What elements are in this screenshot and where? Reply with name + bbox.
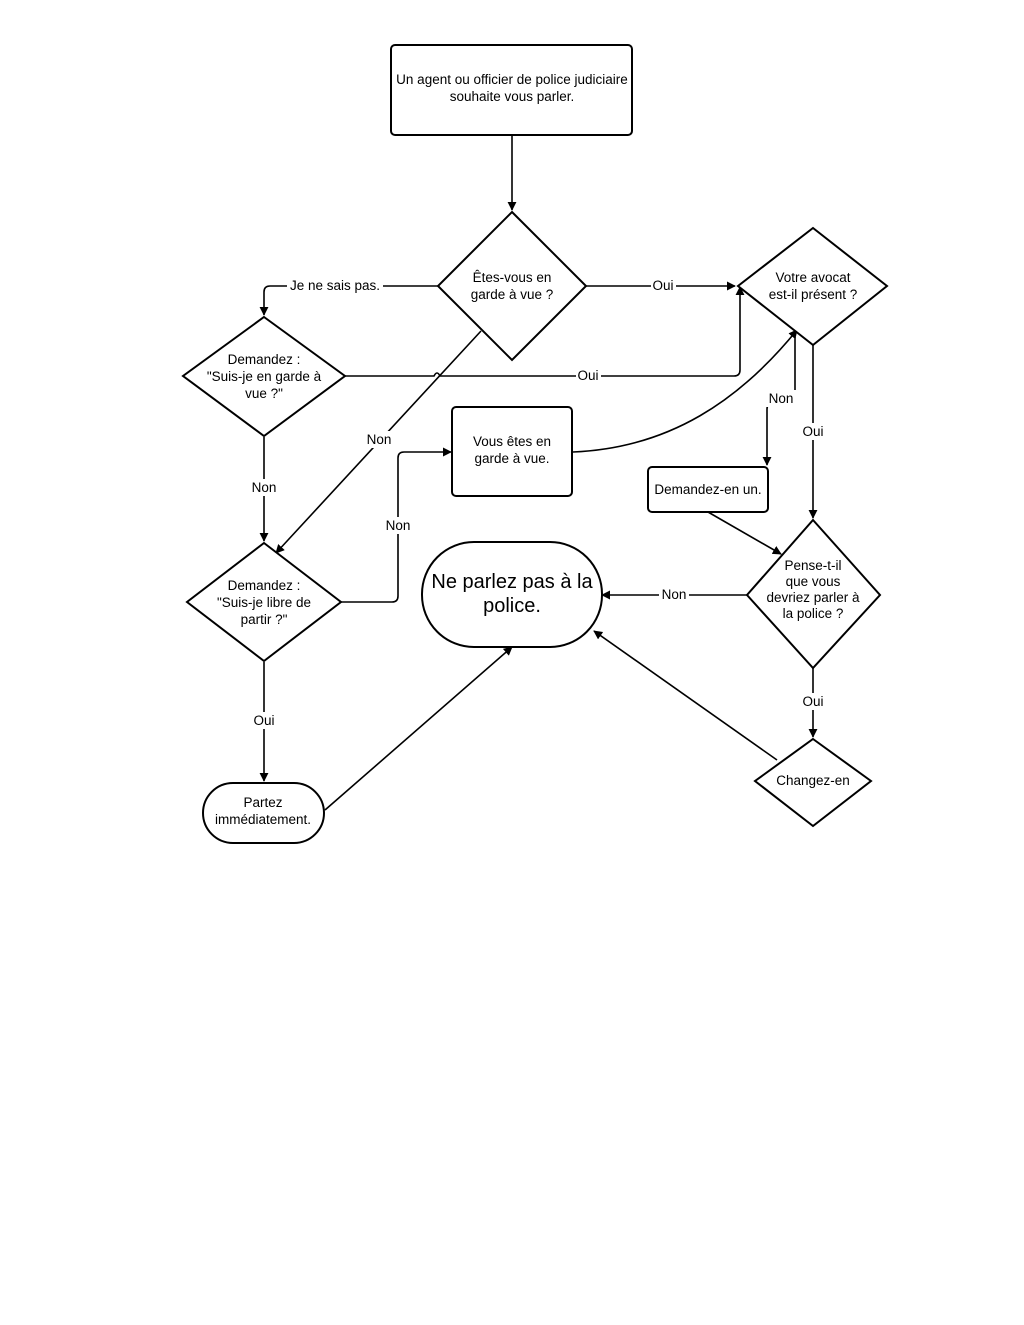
edge-garde-jenesaispas (259, 285, 438, 316)
node-pense-line: la police ? (783, 606, 844, 621)
node-avocat-line: Votre avocat (775, 270, 850, 285)
node-askgarde-line: vue ?" (245, 386, 283, 401)
edge-engarde-avocat (572, 329, 798, 453)
edge-label-oui: Oui (652, 278, 673, 293)
node-vous-etes-en-garde: Vous êtes en garde à vue. (451, 406, 573, 497)
node-partez-line: immédiatement. (215, 812, 311, 827)
edge-changez-neparlez (593, 630, 778, 761)
node-question-pense-t-il: Pense-t-il que vous devriez parler à la … (745, 518, 882, 670)
edge-label-non: Non (769, 391, 794, 406)
node-avocat-line: est-il présent ? (769, 287, 858, 302)
edge-label-oui: Oui (253, 713, 274, 728)
node-pense-line: Pense-t-il (784, 558, 841, 573)
node-garde-line: garde à vue ? (471, 287, 554, 302)
node-question-avocat-present: Votre avocat est-il présent ? (736, 226, 889, 347)
node-neparlez-line: Ne parlez pas à la (431, 571, 593, 593)
node-changez-line: Changez-en (776, 773, 850, 788)
node-engarde-line: Vous êtes en (473, 434, 551, 449)
node-pense-line: devriez parler à (766, 590, 860, 605)
edge-labels: Je ne sais pas. Oui Oui Non Non Non Non … (249, 276, 826, 729)
node-demandez-en-un: Demandez-en un. (647, 466, 769, 513)
edge-label-je-ne-sais-pas: Je ne sais pas. (290, 278, 380, 293)
node-start: Un agent ou officier de police judiciair… (390, 44, 633, 136)
node-demandez-libre: Demandez : "Suis-je libre de partir ?" (185, 541, 343, 663)
node-start-line: souhaite vous parler. (450, 89, 575, 104)
edge-label-non: Non (252, 480, 277, 495)
node-asklibre-line: Demandez : (228, 578, 301, 593)
node-partez: Partez immédiatement. (202, 782, 325, 844)
edge-label-oui: Oui (802, 424, 823, 439)
node-question-garde-a-vue: Êtes-vous en garde à vue ? (436, 210, 588, 362)
node-engarde-line: garde à vue. (474, 451, 549, 466)
node-askgarde-line: "Suis-je en garde à (207, 369, 322, 384)
node-changez-en: Changez-en (753, 737, 873, 828)
node-demandezun-line: Demandez-en un. (654, 482, 761, 497)
node-asklibre-line: partir ?" (241, 612, 288, 627)
node-asklibre-line: "Suis-je libre de (217, 595, 311, 610)
edge-label-oui: Oui (577, 368, 598, 383)
edge-label-non: Non (386, 518, 411, 533)
node-demandez-garde: Demandez : "Suis-je en garde à vue ?" (181, 315, 347, 438)
edge-partez-neparlez (324, 646, 513, 811)
node-ne-parlez-pas: Ne parlez pas à la police. (421, 541, 603, 648)
node-start-line: Un agent ou officier de police judiciair… (396, 72, 628, 87)
node-neparlez-line: police. (483, 595, 541, 617)
edge-label-oui: Oui (802, 694, 823, 709)
node-pense-line: que vous (786, 574, 841, 589)
edge-label-non: Non (367, 432, 392, 447)
node-garde-line: Êtes-vous en (473, 270, 552, 285)
node-askgarde-line: Demandez : (228, 352, 301, 367)
edge-demandez-pense (707, 511, 782, 555)
node-partez-line: Partez (243, 795, 282, 810)
edge-label-non: Non (662, 587, 687, 602)
